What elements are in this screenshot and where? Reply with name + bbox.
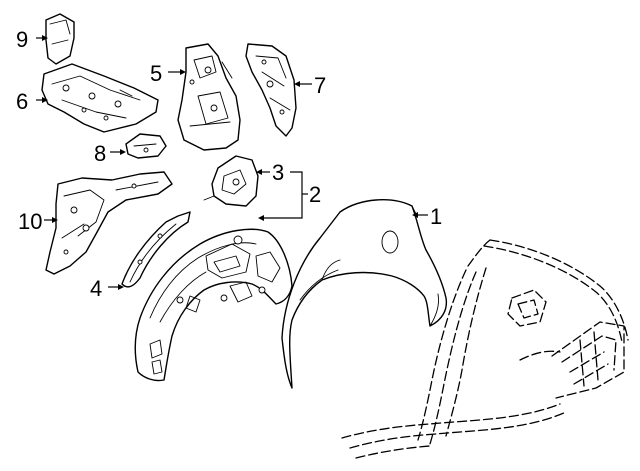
leader-2 — [262, 171, 303, 219]
rail-bracket — [125, 133, 167, 159]
callout-4: 4 — [90, 276, 102, 301]
arrow-3 — [256, 169, 262, 175]
callout-9: 9 — [16, 27, 28, 52]
lower-quarter-inner — [45, 171, 173, 275]
arrow-7 — [294, 81, 300, 87]
arrow-5 — [180, 69, 186, 75]
callout-5: 5 — [150, 61, 162, 86]
arrow-8 — [120, 149, 126, 155]
quarter-bracket — [203, 155, 259, 207]
roof-side-rail — [41, 63, 159, 133]
arrow-1 — [412, 212, 418, 218]
callout-8: 8 — [94, 141, 106, 166]
callout-2: 2 — [309, 182, 321, 207]
callout-7: 7 — [314, 73, 326, 98]
upper-reinforcement — [177, 43, 241, 151]
rear-pillar-inner — [245, 43, 297, 137]
wheelhouse-inner — [134, 228, 293, 382]
arrow-10 — [52, 217, 58, 223]
arrow-2 — [258, 215, 264, 221]
callout-10: 10 — [18, 209, 42, 234]
callout-3: 3 — [272, 160, 284, 185]
quarter-panel-outer — [281, 199, 448, 389]
pillar-cap — [45, 13, 75, 65]
arrow-9 — [42, 35, 48, 41]
body-side-reference-outline — [341, 239, 629, 459]
wheelhouse-extension — [121, 211, 191, 288]
callout-numbers: 9 6 5 7 8 10 4 3 2 1 — [16, 27, 442, 301]
arrow-6 — [42, 97, 48, 103]
arrow-4 — [118, 284, 124, 290]
callout-6: 6 — [16, 89, 28, 114]
leader-lines — [36, 35, 428, 290]
callout-1: 1 — [430, 204, 442, 229]
